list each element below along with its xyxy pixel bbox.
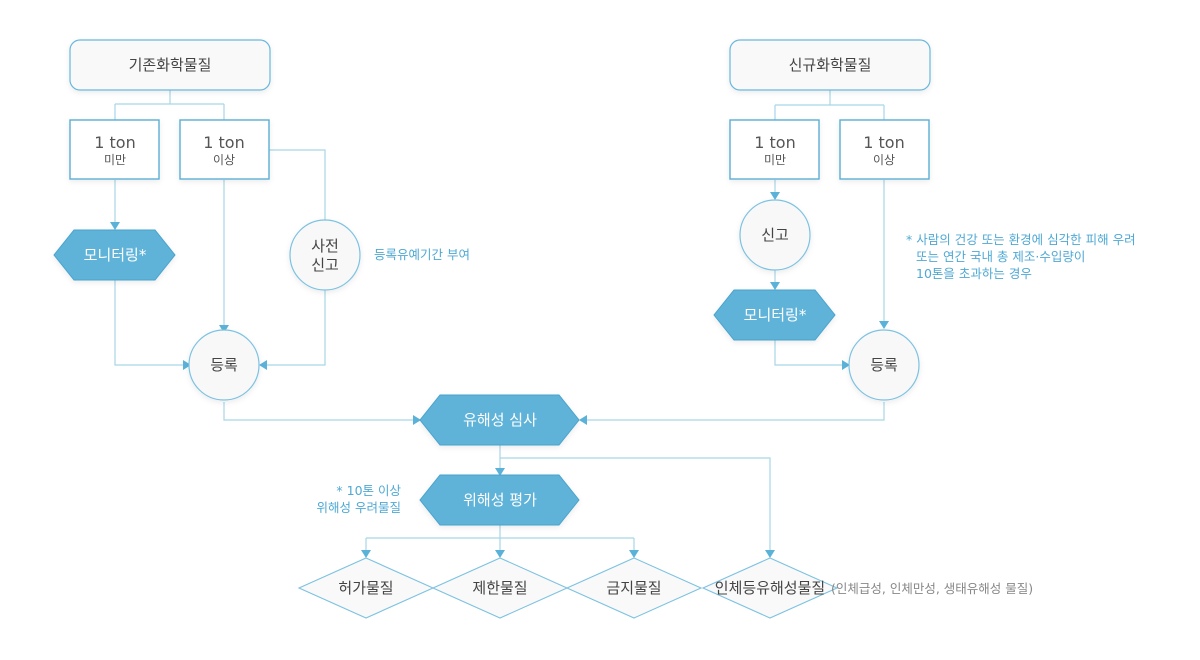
svg-text:이상: 이상 [873, 153, 895, 167]
existing-under-1ton-box: 1 ton 미만 [69, 119, 160, 180]
new-monitoring-hexagon: 모니터링* [713, 289, 836, 341]
arrow-icon [579, 415, 587, 425]
existing-monitoring-hexagon: 모니터링* [53, 229, 176, 281]
svg-text:1 ton: 1 ton [863, 133, 904, 152]
svg-text:* 사람의 건강 또는 환경에 심각한 피해 우려: * 사람의 건강 또는 환경에 심각한 피해 우려 [906, 232, 1136, 247]
new-register-circle: 등록 [848, 329, 920, 401]
svg-text:신고: 신고 [311, 256, 339, 274]
svg-text:기존화학물질: 기존화학물질 [129, 56, 212, 74]
svg-text:10톤을 초과하는 경우: 10톤을 초과하는 경우 [916, 266, 1032, 281]
arrowheads [110, 192, 889, 558]
svg-text:(인체급성, 인체만성, 생태유해성 물질): (인체급성, 인체만성, 생태유해성 물질) [831, 581, 1033, 596]
outcome-authorized-substance: 허가물질 [297, 557, 435, 619]
outcome-human-eco-hazardous-substance: 인체등유해성물질 (인체급성, 인체만성, 생태유해성 물질) [701, 557, 1033, 619]
svg-text:신규화학물질: 신규화학물질 [789, 56, 872, 74]
existing-chemical-title: 기존화학물질 [69, 39, 271, 91]
arrow-icon [770, 282, 780, 290]
new-under-1ton-box: 1 ton 미만 [729, 119, 820, 180]
svg-text:인체등유해성물질: 인체등유해성물질 [715, 579, 825, 597]
arrow-icon [495, 468, 505, 476]
svg-text:1 ton: 1 ton [203, 133, 244, 152]
svg-text:모니터링*: 모니터링* [84, 246, 147, 264]
arrow-icon [183, 360, 191, 370]
svg-text:미만: 미만 [764, 153, 786, 167]
svg-text:신고: 신고 [761, 226, 789, 244]
arrow-icon [765, 550, 775, 558]
svg-text:모니터링*: 모니터링* [744, 306, 807, 324]
svg-text:사전: 사전 [311, 237, 339, 255]
svg-text:등록: 등록 [210, 356, 238, 374]
svg-text:* 10톤 이상: * 10톤 이상 [336, 483, 401, 498]
risk-assessment-hexagon: 위해성 평가 [419, 474, 580, 526]
arrow-icon [219, 325, 229, 333]
svg-text:위해성 평가: 위해성 평가 [463, 491, 537, 509]
assessment-note: * 10톤 이상 위해성 우려물질 [317, 483, 402, 515]
svg-text:미만: 미만 [104, 153, 126, 167]
arrow-icon [879, 321, 889, 329]
new-notify-circle: 신고 [739, 199, 811, 271]
existing-prenotice-circle: 사전 신고 [289, 219, 361, 291]
svg-text:금지물질: 금지물질 [606, 579, 661, 597]
svg-text:위해성 우려물질: 위해성 우려물질 [317, 500, 401, 515]
new-over-1ton-box: 1 ton 이상 [839, 119, 930, 180]
connectors [114, 90, 885, 552]
svg-text:1 ton: 1 ton [94, 133, 135, 152]
outcome-restricted-substance: 제한물질 [431, 557, 569, 619]
arrow-icon [259, 360, 267, 370]
svg-text:등록: 등록 [870, 356, 898, 374]
hazard-review-hexagon: 유해성 심사 [419, 394, 580, 446]
svg-text:유해성 심사: 유해성 심사 [463, 411, 537, 429]
grace-period-note: 등록유예기간 부여 [374, 247, 470, 262]
svg-text:허가물질: 허가물질 [338, 579, 393, 597]
new-chemical-title: 신규화학물질 [729, 39, 931, 91]
arrow-icon [495, 550, 505, 558]
arrow-icon [842, 360, 850, 370]
arrow-icon [770, 192, 780, 200]
existing-over-1ton-box: 1 ton 이상 [179, 119, 270, 180]
svg-text:제한물질: 제한물질 [472, 579, 527, 597]
existing-register-circle: 등록 [188, 329, 260, 401]
arrow-icon [413, 415, 421, 425]
monitoring-footnote: * 사람의 건강 또는 환경에 심각한 피해 우려 또는 연간 국내 총 제조·… [906, 232, 1136, 281]
outcome-prohibited-substance: 금지물질 [565, 557, 703, 619]
svg-text:1 ton: 1 ton [754, 133, 795, 152]
svg-text:이상: 이상 [213, 153, 235, 167]
arrow-icon [629, 550, 639, 558]
svg-text:또는 연간 국내 총 제조·수입량이: 또는 연간 국내 총 제조·수입량이 [916, 249, 1085, 264]
arrow-icon [110, 222, 120, 230]
arrow-icon [361, 550, 371, 558]
